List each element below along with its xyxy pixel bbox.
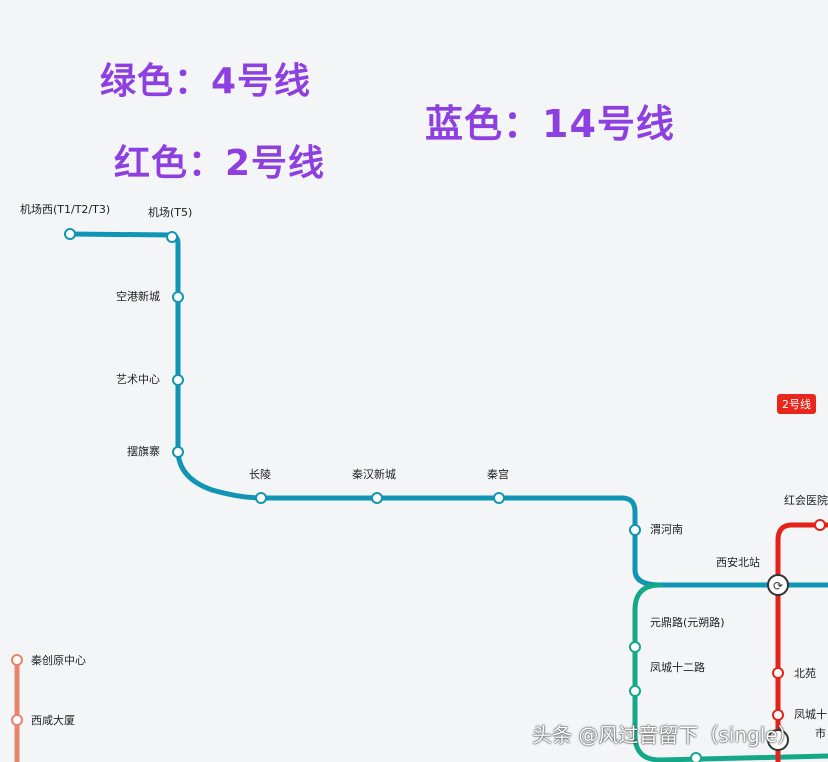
interchange-xianbeizhan[interactable] (767, 574, 789, 596)
station-dot-hongyihui[interactable] (814, 519, 826, 531)
station-label-konggang: 空港新城 (116, 289, 160, 303)
station-label-qinchuang: 秦创原中心 (31, 653, 86, 667)
station-dot-yuandinglu[interactable] (629, 641, 641, 653)
line-2-tag[interactable]: 2号线 (777, 394, 816, 414)
station-label-qingong: 秦宫 (487, 467, 509, 481)
station-dot-qingong[interactable] (493, 492, 505, 504)
interchange-shi[interactable] (767, 729, 789, 751)
station-dot-fengcheng10[interactable] (772, 709, 784, 721)
legend-line4: 绿色：4号线 (100, 61, 312, 102)
legend-line2: 红色：2号线 (114, 143, 326, 184)
station-label-jichangxi: 机场西(T1/T2/T3) (20, 202, 110, 216)
station-dot-yishu[interactable] (172, 374, 184, 386)
station-dot-jichang-t5[interactable] (166, 231, 178, 243)
station-dot-green-bottom[interactable] (690, 752, 702, 762)
station-dot-jichangxi[interactable] (64, 228, 76, 240)
station-dot-beiyuan[interactable] (772, 667, 784, 679)
legend-line14: 蓝色：14号线 (425, 102, 675, 146)
station-dot-konggang[interactable] (172, 291, 184, 303)
station-label-xianbeizhan: 西安北站 (716, 555, 760, 569)
station-dot-changling[interactable] (255, 492, 267, 504)
station-label-xixian: 西咸大厦 (31, 713, 75, 727)
station-dot-qinhan[interactable] (371, 492, 383, 504)
station-label-baiqi: 摆旗寨 (127, 444, 160, 458)
line-2-track (775, 522, 828, 762)
station-dot-fengcheng12[interactable] (629, 685, 641, 697)
line-14-track (67, 231, 828, 588)
station-dot-qinchuang[interactable] (11, 654, 23, 666)
watermark: 头条 @风过音留下（single） (532, 723, 798, 747)
station-label-yishu: 艺术中心 (116, 373, 160, 386)
station-label-jichang-t5: 机场(T5) (148, 205, 192, 219)
station-label-fengcheng10: 凤城十 (794, 707, 827, 721)
station-label-yuandinglu: 元鼎路(元朔路) (650, 616, 725, 629)
station-label-changling: 长陵 (249, 468, 271, 481)
station-dot-baiqi[interactable] (172, 446, 184, 458)
station-dot-xixian[interactable] (11, 714, 23, 726)
station-label-weihenan: 渭河南 (650, 523, 683, 536)
line-4-track (632, 582, 828, 762)
station-dot-weihenan[interactable] (629, 524, 641, 536)
station-label-beiyuan: 北苑 (794, 667, 816, 680)
station-label-hongyihui: 红会医院 (784, 493, 828, 507)
station-label-shi: 市 (815, 726, 826, 740)
station-label-fengcheng12: 凤城十二路 (650, 660, 705, 674)
station-label-qinhan: 秦汉新城 (352, 467, 396, 481)
interchange-icon: ⟳ (773, 579, 783, 593)
